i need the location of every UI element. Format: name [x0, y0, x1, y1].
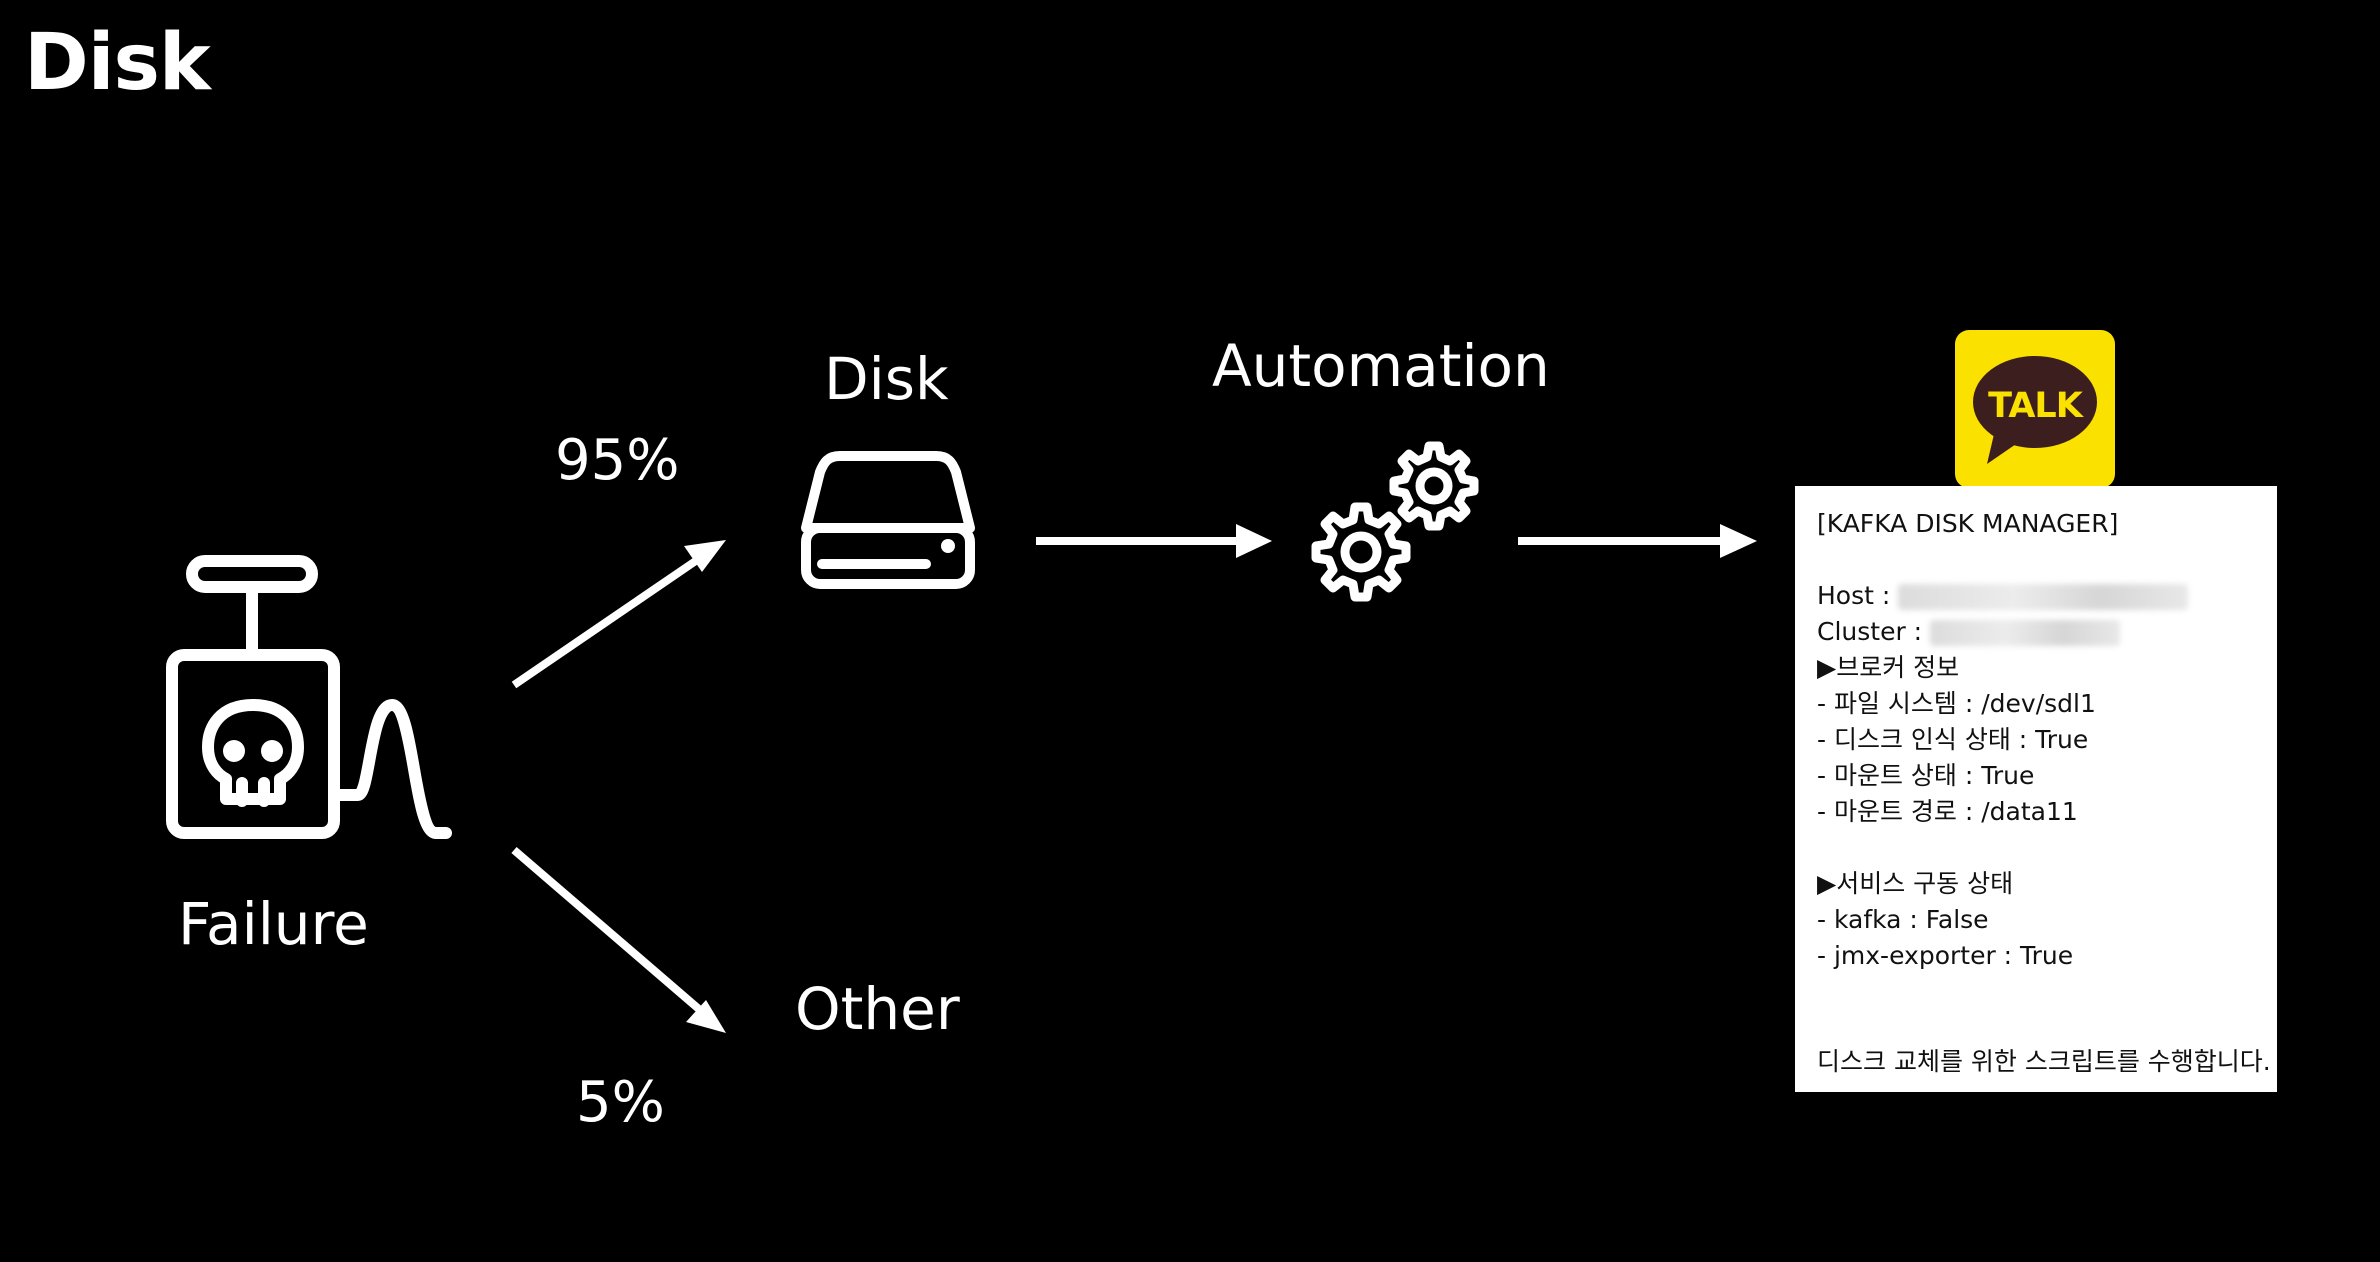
cluster-row: Cluster :	[1817, 614, 2259, 650]
hard-drive-icon	[801, 451, 975, 589]
disk-share-label: 95%	[555, 428, 680, 493]
redacted-host	[1898, 584, 2189, 610]
broker-section-title: ▶브로커 정보	[1817, 653, 1960, 682]
cluster-label: Cluster :	[1817, 617, 1923, 646]
broker-line: - 디스크 인식 상태 : True	[1817, 725, 2089, 754]
host-row: Host :	[1817, 578, 2259, 614]
redacted-cluster	[1930, 620, 2121, 646]
speech-bubble-icon	[1973, 356, 2097, 464]
other-share-label: 5%	[576, 1070, 665, 1135]
detonator-icon	[166, 555, 452, 839]
message-footer: 디스크 교체를 위한 스크립트를 수행합니다.	[1817, 1047, 2271, 1076]
page-title: Disk	[24, 18, 211, 108]
broker-line: - 마운트 상태 : True	[1817, 761, 2035, 790]
kakaotalk-logo: TALK	[1955, 330, 2115, 488]
message-header: [KAFKA DISK MANAGER]	[1817, 509, 2119, 538]
other-label: Other	[795, 975, 960, 1043]
automation-label: Automation	[1212, 332, 1550, 400]
failure-label: Failure	[178, 890, 369, 958]
host-label: Host :	[1817, 581, 1891, 610]
broker-line: - 마운트 경로 : /data11	[1817, 797, 2078, 826]
service-line: - kafka : False	[1817, 905, 1989, 934]
kafka-disk-manager-message: [KAFKA DISK MANAGER] Host : Cluster : ▶브…	[1795, 486, 2277, 1092]
service-line: - jmx-exporter : True	[1817, 941, 2074, 970]
gears-icon	[1311, 441, 1479, 602]
talk-badge-text: TALK	[1988, 386, 2083, 426]
service-section-title: ▶서비스 구동 상태	[1817, 869, 2014, 898]
disk-label: Disk	[824, 345, 949, 413]
broker-line: - 파일 시스템 : /dev/sdl1	[1817, 689, 2096, 718]
